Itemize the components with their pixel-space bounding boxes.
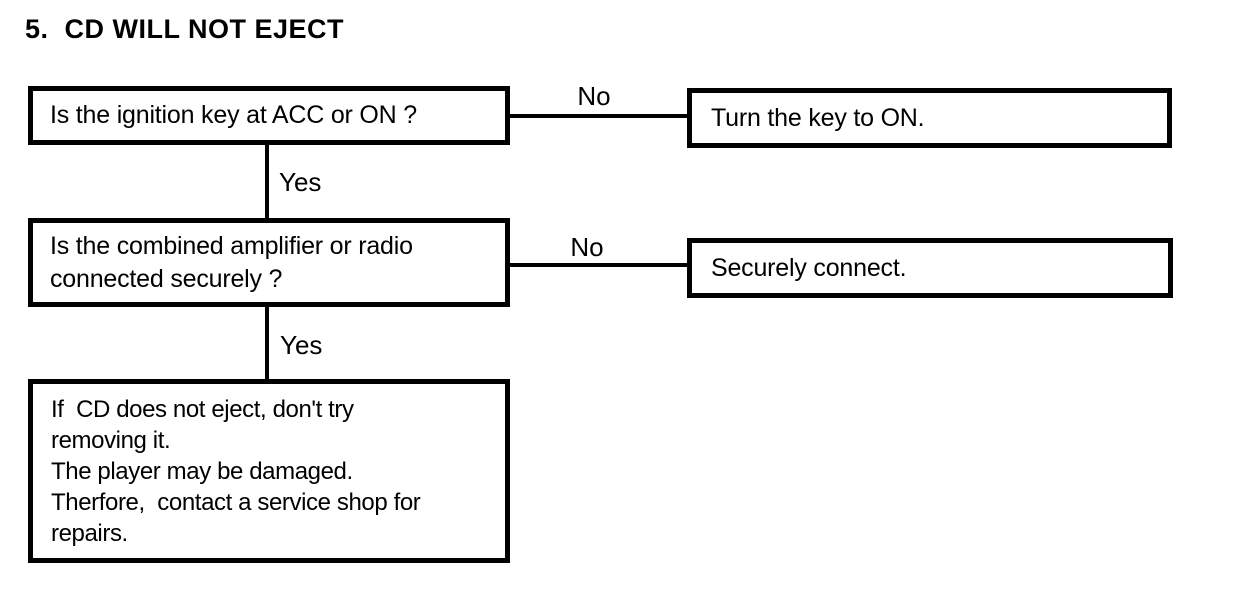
result-box-text-line-1: If CD does not eject, don't try — [51, 395, 354, 423]
connector-yes-2-line — [265, 306, 269, 380]
action-box-turn-key-on-text: Turn the key to ON. — [711, 103, 925, 132]
decision-box-amplifier-connected-text-line-2: connected securely ? — [50, 264, 283, 293]
result-box-text-line-4: Therfore, contact a service shop for — [51, 488, 421, 516]
page-title: 5. CD WILL NOT EJECT — [25, 14, 345, 44]
connector-yes-1-label: Yes — [279, 167, 322, 197]
action-box-turn-key-on: Turn the key to ON. — [687, 88, 1172, 148]
action-box-securely-connect-text: Securely connect. — [711, 253, 907, 282]
connector-no-2-label: No — [570, 232, 604, 262]
decision-box-amplifier-connected: Is the combined amplifier or radio conne… — [28, 218, 510, 307]
connector-yes-2-label: Yes — [280, 330, 323, 360]
decision-box-ignition-key: Is the ignition key at ACC or ON ? — [28, 86, 510, 145]
result-box-service-advice: If CD does not eject, don't try removing… — [28, 379, 510, 563]
result-box-text-line-3: The player may be damaged. — [51, 457, 353, 485]
result-box-text-line-2: removing it. — [51, 426, 171, 454]
result-box-text-line-5: repairs. — [51, 519, 128, 547]
connector-yes-1-line — [265, 144, 269, 219]
action-box-securely-connect: Securely connect. — [687, 238, 1173, 298]
connector-no-1-line — [509, 114, 688, 118]
connector-no-2-line — [509, 263, 688, 267]
connector-no-1-label: No — [577, 81, 611, 111]
decision-box-amplifier-connected-text-line-1: Is the combined amplifier or radio — [50, 231, 413, 260]
decision-box-ignition-key-text: Is the ignition key at ACC or ON ? — [50, 101, 417, 129]
